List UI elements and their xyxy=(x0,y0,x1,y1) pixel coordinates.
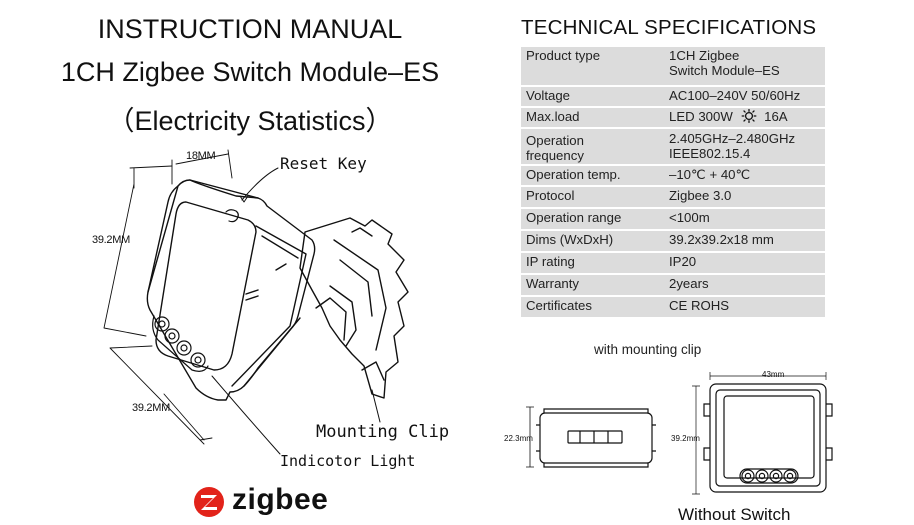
dim-line-height xyxy=(103,165,173,337)
dim-line-width xyxy=(109,345,213,445)
indicator-buttons xyxy=(152,315,209,372)
spec-value-part: LED 300W xyxy=(669,109,733,124)
spec-key: Certificates xyxy=(521,297,661,317)
caption-with-clip: with mounting clip xyxy=(594,342,702,357)
dim-width-label: 39.2MM xyxy=(132,402,170,414)
spec-value: LED 300W 16A xyxy=(661,108,825,127)
spec-row: Operation temp. –10℃ + 40℃ xyxy=(521,166,825,185)
spec-row: Operation frequency 2.405GHz–2.480GHz IE… xyxy=(521,129,825,164)
dim-line-depth xyxy=(171,149,233,185)
spec-key: Dims (WxDxH) xyxy=(521,231,661,251)
specs-table: Product type 1CH Zigbee Switch Module–ES… xyxy=(521,45,825,319)
dim-depth-label: 18MM xyxy=(186,150,216,162)
spec-value-line: IEEE802.15.4 xyxy=(669,146,751,161)
spec-value: IP20 xyxy=(661,253,825,273)
product-name: 1CH Zigbee Switch Module–ES xyxy=(60,57,440,87)
spec-key: Max.load xyxy=(521,108,661,127)
mounting-clip-label: Mounting Clip xyxy=(316,422,450,442)
manual-title: INSTRUCTION MANUAL xyxy=(97,14,403,44)
spec-value: <100m xyxy=(661,209,825,229)
spec-key: Operation frequency xyxy=(521,129,661,164)
spec-value: Zigbee 3.0 xyxy=(661,187,825,207)
spec-key-line: Operation xyxy=(526,133,584,148)
leader-clip xyxy=(371,389,381,423)
spec-key: Voltage xyxy=(521,87,661,106)
spec-row: Voltage AC100–240V 50/60Hz xyxy=(521,87,825,106)
spec-row: Dims (WxDxH) 39.2x39.2x18 mm xyxy=(521,231,825,251)
front-view-diagram xyxy=(692,372,833,495)
reset-key-label: Reset Key xyxy=(280,154,367,173)
spec-key: Operation range xyxy=(521,209,661,229)
side-view-diagram xyxy=(526,406,656,468)
spec-value-part: 16A xyxy=(764,109,788,124)
leader-reset xyxy=(241,167,279,201)
spec-value: CE ROHS xyxy=(661,297,825,317)
sun-bulb-icon xyxy=(742,108,757,124)
spec-value: 2.405GHz–2.480GHz IEEE802.15.4 xyxy=(661,129,825,164)
spec-row: Certificates CE ROHS xyxy=(521,297,825,317)
spec-key: Protocol xyxy=(521,187,661,207)
spec-value: AC100–240V 50/60Hz xyxy=(661,87,825,106)
spec-row: Operation range <100m xyxy=(521,209,825,229)
zigbee-logo-icon xyxy=(194,487,224,517)
reset-key-icon xyxy=(225,209,239,223)
dim-front-height-label: 39.2mm xyxy=(671,434,700,443)
spec-value-line: Switch Module–ES xyxy=(669,63,780,78)
spec-value: 2years xyxy=(661,275,825,295)
spec-value-line: 1CH Zigbee xyxy=(669,48,740,63)
spec-row: Product type 1CH Zigbee Switch Module–ES xyxy=(521,47,825,85)
specs-heading: TECHNICAL SPECIFICATIONS xyxy=(521,16,817,39)
brand-name: zigbee xyxy=(232,483,329,516)
front-indicator-buttons xyxy=(739,468,799,484)
leader-light xyxy=(211,375,281,455)
spec-value-line: 2.405GHz–2.480GHz xyxy=(669,131,796,146)
spec-row: Max.load LED 300W 16A xyxy=(521,108,825,127)
spec-row: Warranty 2years xyxy=(521,275,825,295)
spec-value: –10℃ + 40℃ xyxy=(661,166,825,185)
spec-key: IP rating xyxy=(521,253,661,273)
device-isometric-diagram xyxy=(103,149,409,455)
caption-without-switch: Without Switch xyxy=(678,505,791,524)
spec-value: 39.2x39.2x18 mm xyxy=(661,231,825,251)
dim-side-label: 22.3mm xyxy=(504,434,533,443)
dim-height-label: 39.2MM xyxy=(92,234,130,246)
device-housing-outline xyxy=(146,179,316,401)
spec-key: Operation temp. xyxy=(521,166,661,185)
dim-front-width-label: 43mm xyxy=(762,370,785,379)
spec-key-line: frequency xyxy=(526,148,584,163)
spec-row: Protocol Zigbee 3.0 xyxy=(521,187,825,207)
spec-key: Warranty xyxy=(521,275,661,295)
mounting-clip-outline xyxy=(299,217,409,399)
spec-value: 1CH Zigbee Switch Module–ES xyxy=(661,47,825,85)
spec-row: IP rating IP20 xyxy=(521,253,825,273)
indicator-light-label: Indicotor Light xyxy=(280,452,416,470)
product-subtitle: （Electricity Statistics） xyxy=(107,106,393,136)
spec-key: Product type xyxy=(521,47,661,85)
device-front-face xyxy=(155,201,257,371)
